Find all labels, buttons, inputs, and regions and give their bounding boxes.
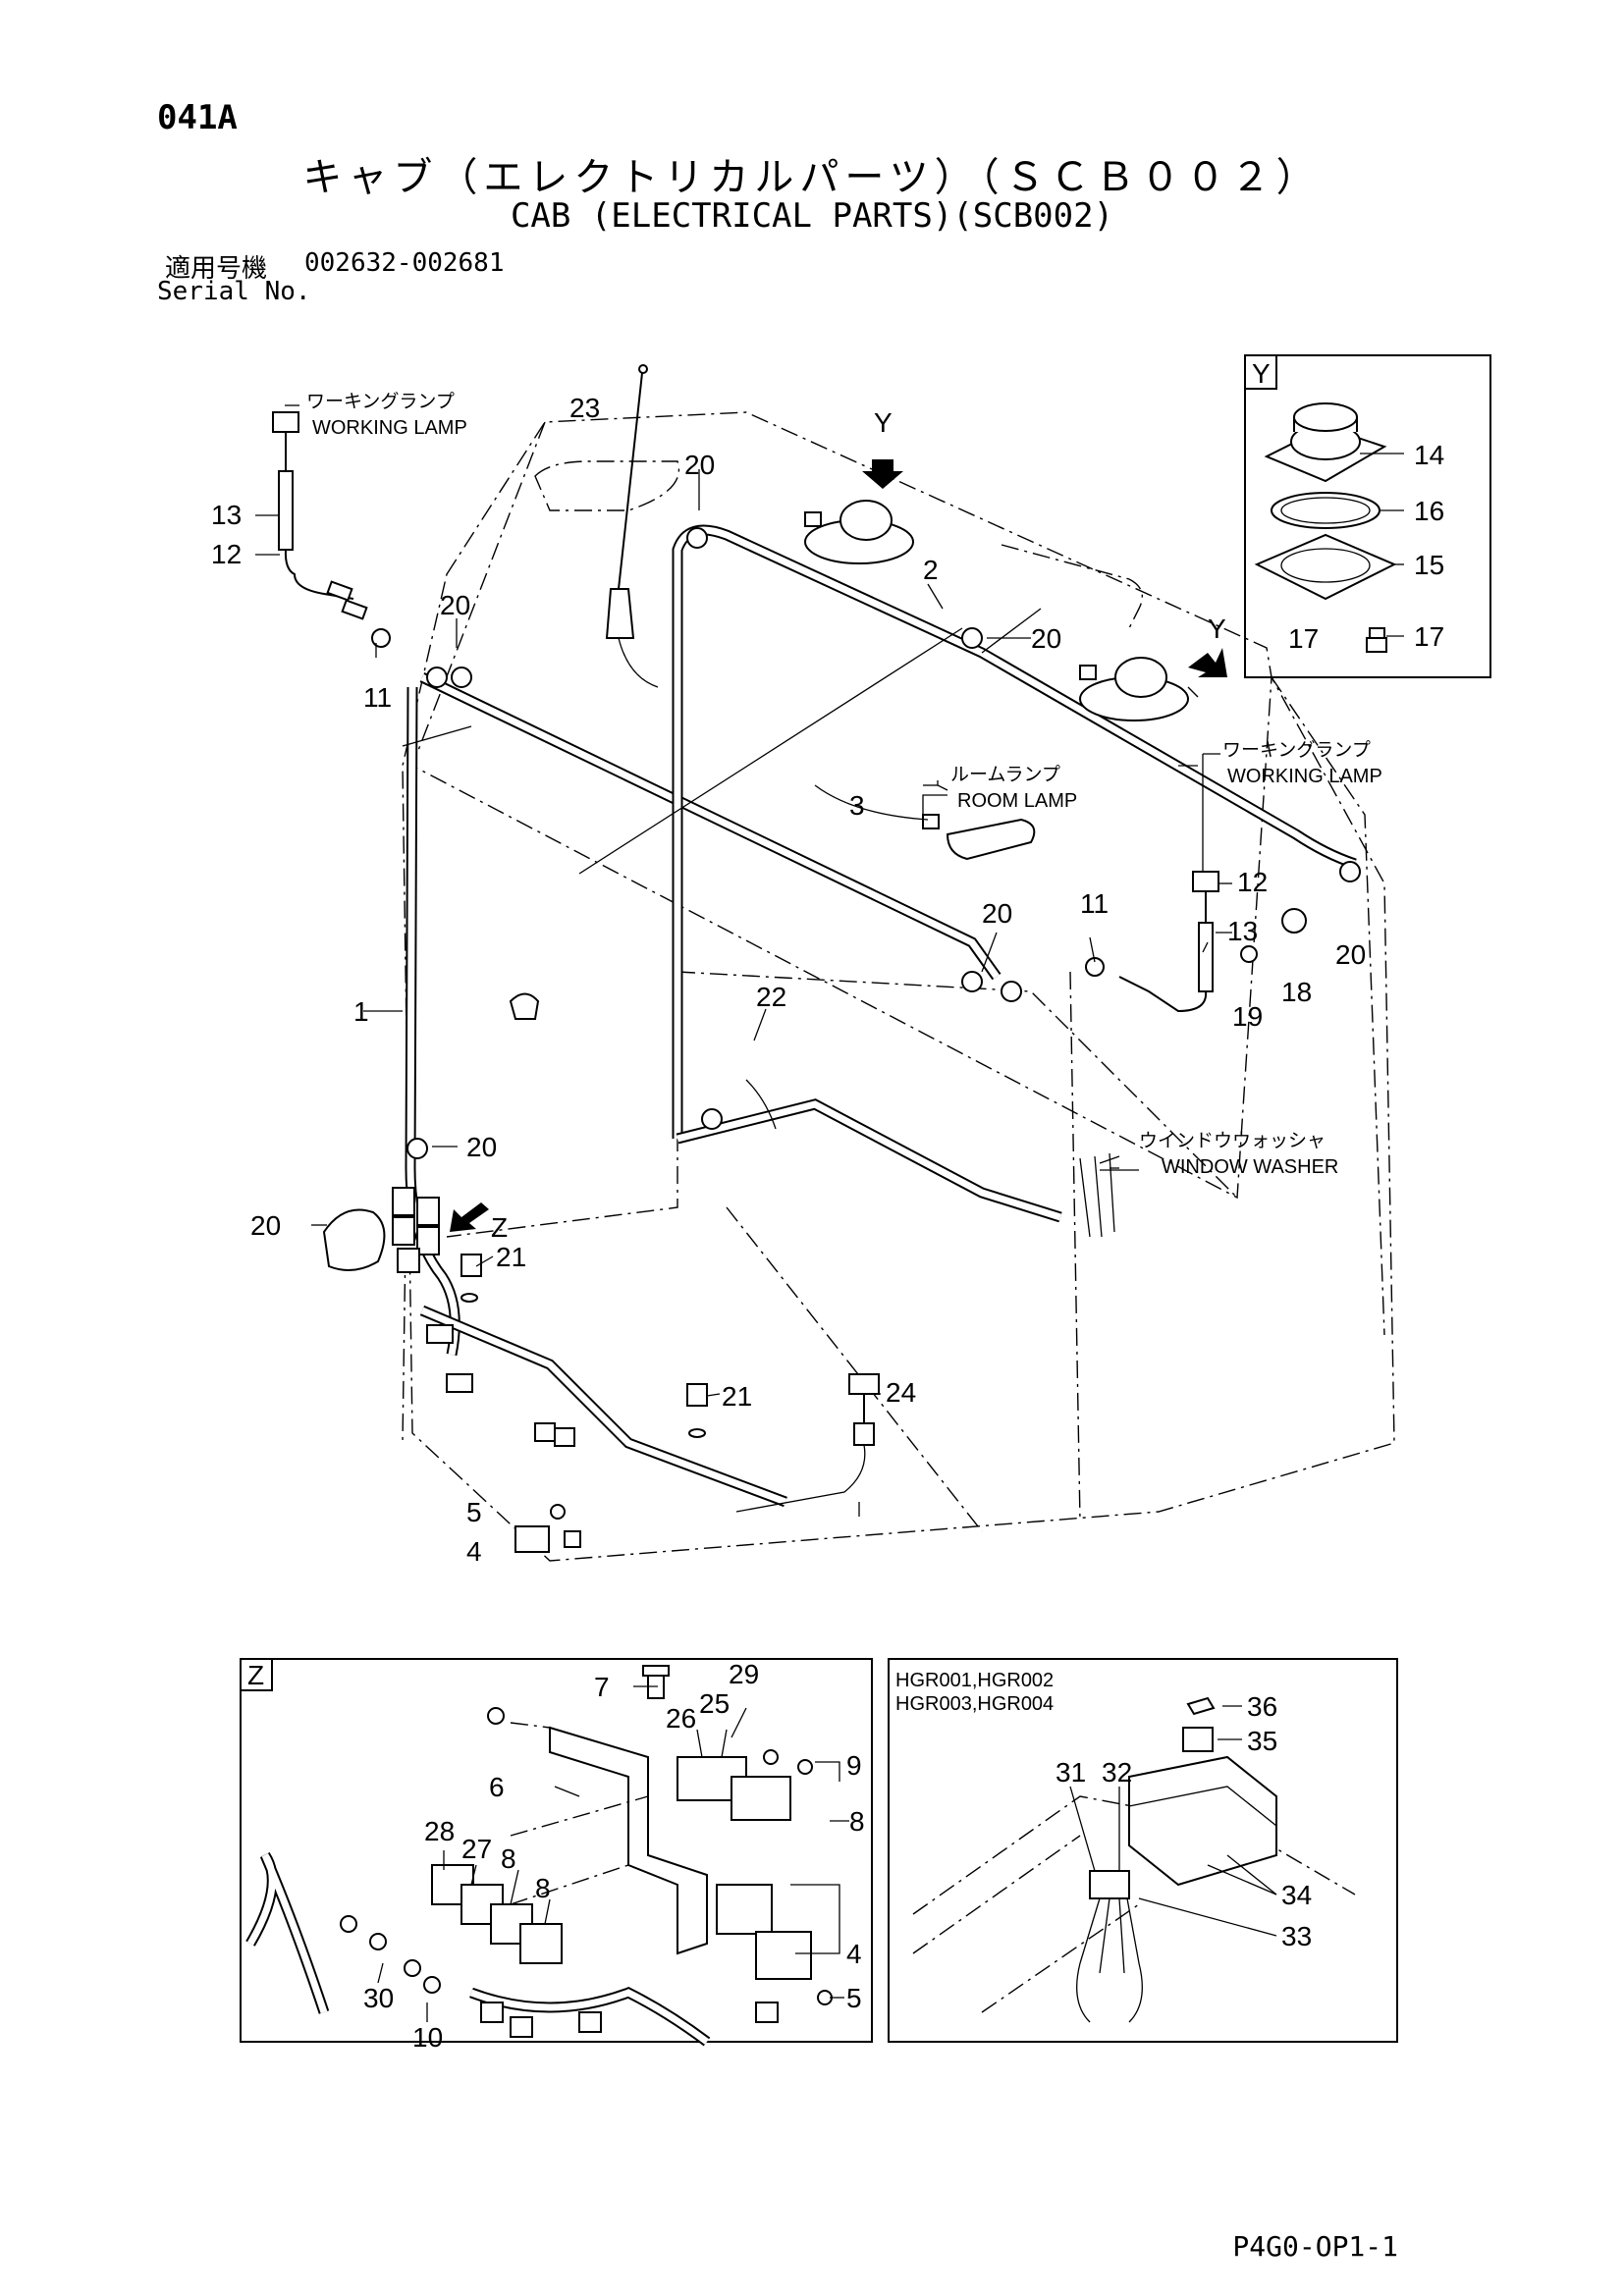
detail-hgr-callout-32: 32 [1102, 1757, 1132, 1788]
detail-y-callout-14: 14 [1414, 440, 1444, 470]
detail-z-callout-4: 4 [846, 1939, 862, 1969]
detail-hgr-models-2: HGR003,HGR004 [895, 1693, 1054, 1715]
caption-working-lamp-en-left: WORKING LAMP [312, 417, 467, 439]
harness-clips [322, 527, 1361, 1271]
main-callouts: 1 2 3 4 5 11 11 12 12 13 13 17 18 19 20 … [211, 393, 1366, 1567]
y-arrow-right [1188, 648, 1227, 677]
caption-room-lamp-jp: ルームランプ [950, 764, 1060, 785]
detail-z-callout-8-b: 8 [535, 1873, 551, 1903]
callout-12-right: 12 [1237, 867, 1268, 897]
callout-20-b: 20 [684, 450, 715, 480]
detail-hgr-callout-31: 31 [1056, 1757, 1086, 1788]
floor-parts [426, 992, 880, 1553]
view-arrows [450, 459, 1227, 1232]
detail-z-callout-9: 9 [846, 1750, 862, 1781]
detail-z-callout-30: 30 [363, 1983, 394, 2013]
caption-room-lamp-en: ROOM LAMP [957, 790, 1077, 812]
detail-z-panel: Z [240, 1658, 873, 2053]
speaker-right [1079, 657, 1189, 721]
title-japanese: キャブ（エレクトリカルパーツ）（ＳＣＢ００２） [302, 155, 1322, 200]
detail-z-callout-5: 5 [846, 1983, 862, 2013]
callout-20-e: 20 [1335, 939, 1366, 970]
detail-y-callout-17: 17 [1414, 621, 1444, 652]
callout-13-left: 13 [211, 500, 242, 530]
callout-19: 19 [1232, 1001, 1263, 1032]
title-english: CAB (ELECTRICAL PARTS)(SCB002) [510, 196, 1114, 236]
callout-20-a: 20 [440, 590, 470, 620]
speaker-left [804, 500, 914, 564]
callout-12-left: 12 [211, 539, 242, 569]
callout-21-a: 21 [496, 1242, 526, 1272]
detail-hgr-panel: HGR001,HGR002 HGR003,HGR004 36 35 31 32 … [888, 1658, 1398, 2043]
leader-lines [255, 404, 1232, 1517]
detail-hgr-callout-36: 36 [1247, 1691, 1277, 1722]
detail-z-label: Z [247, 1660, 264, 1690]
callout-20-f: 20 [466, 1132, 497, 1162]
callout-20-g: 20 [250, 1210, 281, 1241]
detail-z-callout-7: 7 [594, 1672, 610, 1702]
wiring-harness [402, 524, 1357, 1508]
detail-y-label: Y [1252, 358, 1271, 389]
detail-hgr-callout-33: 33 [1281, 1921, 1312, 1951]
callout-3: 3 [849, 790, 865, 821]
detail-hgr-callout-34: 34 [1281, 1880, 1312, 1910]
callout-17-main: 17 [1288, 623, 1319, 654]
caption-window-washer-en: WINDOW WASHER [1162, 1156, 1338, 1178]
callout-13-right: 13 [1227, 916, 1258, 946]
callout-20-c: 20 [1031, 623, 1061, 654]
main-captions: ワーキングランプ WORKING LAMP ワーキングランプ WORKING L… [306, 391, 1382, 1178]
detail-z-callout-10: 10 [412, 2022, 443, 2053]
callout-2: 2 [923, 555, 939, 585]
serial-label-japanese: 適用号機 [165, 254, 268, 284]
footer-code: P4G0-OP1-1 [1232, 2230, 1398, 2263]
fuse-box [912, 1696, 1356, 2023]
callout-z: Z [491, 1212, 508, 1243]
callout-y-right: Y [1208, 614, 1226, 644]
room-lamp [814, 784, 1036, 861]
callout-24: 24 [886, 1377, 916, 1408]
callout-11-right: 11 [1080, 888, 1109, 919]
callout-5: 5 [466, 1497, 482, 1527]
callout-1: 1 [353, 996, 369, 1027]
callout-18: 18 [1281, 977, 1312, 1007]
callout-22: 22 [756, 982, 786, 1012]
caption-window-washer-jp: ウインドウウォッシャ [1139, 1131, 1326, 1151]
detail-z-callout-26: 26 [666, 1703, 696, 1734]
antenna [605, 364, 659, 688]
detail-z-callout-6: 6 [489, 1772, 505, 1802]
caption-working-lamp-jp-right: ワーキングランプ [1222, 739, 1371, 761]
caption-working-lamp-jp-left: ワーキングランプ [306, 391, 455, 412]
detail-z-callout-8-right: 8 [849, 1806, 865, 1837]
caption-working-lamp-en-right: WORKING LAMP [1227, 766, 1382, 787]
serial-range: 002632-002681 [304, 248, 505, 278]
detail-z-callout-27: 27 [461, 1834, 492, 1864]
detail-z-callout-8-a: 8 [501, 1843, 516, 1874]
y-arrow-top [862, 459, 903, 489]
callout-y-top: Y [874, 407, 893, 438]
serial-label-english: Serial No. [157, 277, 311, 306]
relay-cluster [392, 1187, 440, 1273]
callout-20-d: 20 [982, 898, 1012, 929]
detail-y-callout-16: 16 [1414, 496, 1444, 526]
speaker-exploded [1254, 402, 1404, 653]
detail-z-callout-28: 28 [424, 1816, 455, 1846]
callout-4: 4 [466, 1536, 482, 1567]
detail-y-panel: Y 14 16 15 17 [1244, 354, 1491, 678]
detail-z-callout-29: 29 [729, 1659, 759, 1689]
detail-hgr-callout-35: 35 [1247, 1726, 1277, 1756]
detail-y-callout-15: 15 [1414, 550, 1444, 580]
working-lamp-right [1085, 871, 1307, 1013]
callout-23: 23 [569, 393, 600, 423]
relay-bracket [245, 1665, 849, 2047]
z-arrow [450, 1202, 489, 1232]
detail-hgr-models-1: HGR001,HGR002 [895, 1670, 1054, 1691]
page-code: 041A [157, 98, 238, 137]
working-lamp-left [272, 411, 391, 648]
callout-21-b: 21 [722, 1381, 752, 1412]
callout-11-left: 11 [363, 682, 392, 713]
detail-z-callout-25: 25 [699, 1688, 730, 1719]
